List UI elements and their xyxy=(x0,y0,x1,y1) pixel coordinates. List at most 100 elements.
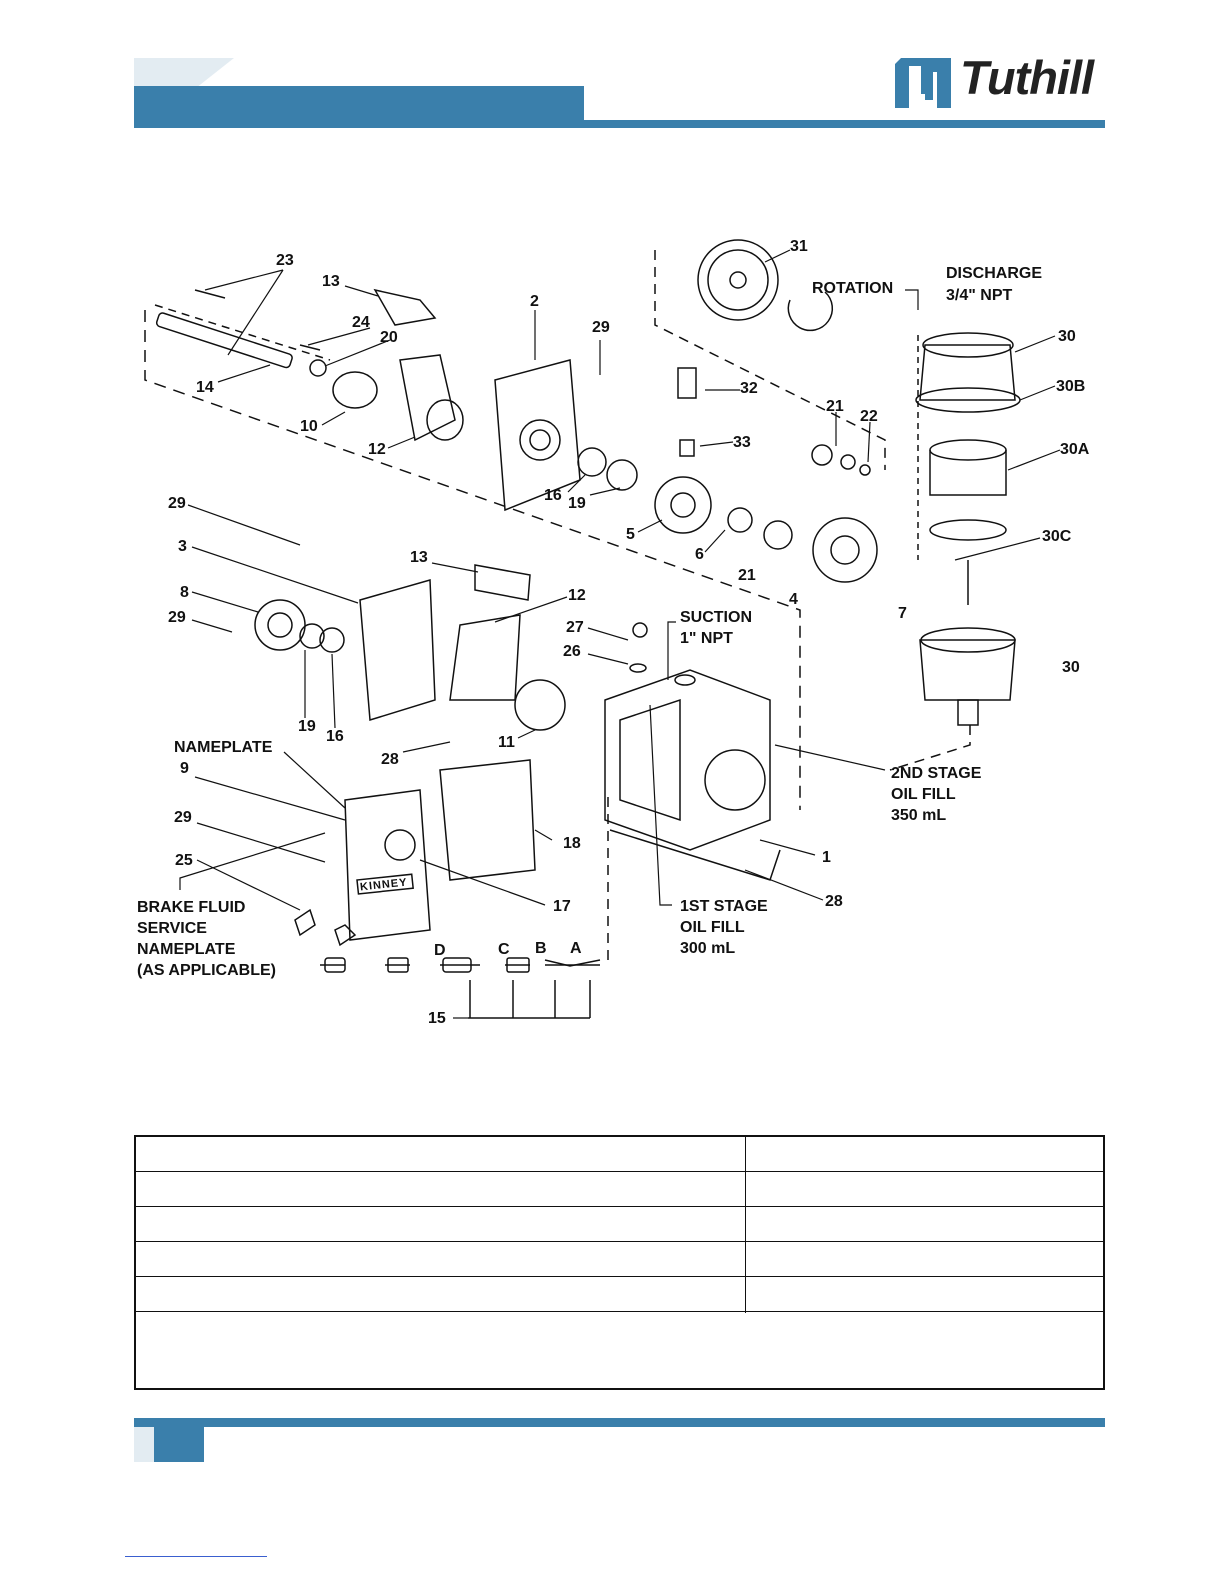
parts-table xyxy=(134,1135,1105,1390)
table-row xyxy=(136,1137,1103,1172)
callout-32: 32 xyxy=(740,380,758,397)
nameplate-label: NAMEPLATE xyxy=(174,739,273,756)
callout-13: 13 xyxy=(322,273,340,290)
key-23 xyxy=(194,289,226,299)
tuthill-logo-text: Tuthill xyxy=(960,51,1094,104)
endplate-3 xyxy=(359,579,436,721)
callout-7: 7 xyxy=(898,605,907,622)
callout-30: 30 xyxy=(1058,328,1076,345)
rotation-arrow xyxy=(787,291,834,332)
gasket-18 xyxy=(439,759,536,881)
table-row xyxy=(136,1277,1103,1312)
footer-tab-light xyxy=(134,1427,156,1462)
shaft xyxy=(155,312,293,369)
callout-15: 15 xyxy=(428,1010,446,1027)
callout-8: 8 xyxy=(180,584,189,601)
callout-12b: 12 xyxy=(568,587,586,604)
discharge-size: 3/4" NPT xyxy=(946,287,1013,304)
callout-2: 2 xyxy=(530,293,539,310)
brake-applicable-label: (AS APPLICABLE) xyxy=(137,962,276,979)
callout-31: 31 xyxy=(790,238,808,255)
callout-6: 6 xyxy=(695,546,704,563)
tuthill-logo-icon xyxy=(895,58,951,108)
callout-29: 29 xyxy=(592,319,610,336)
brake-fluid-label: BRAKE FLUID xyxy=(137,899,246,916)
table-row xyxy=(136,1172,1103,1207)
callout-B: B xyxy=(535,940,547,957)
brake-service-label: SERVICE xyxy=(137,920,207,937)
bearing-21 xyxy=(763,520,793,550)
stage2-volume: 350 mL xyxy=(891,807,947,824)
rotation-label: ROTATION xyxy=(812,280,894,297)
callout-28: 28 xyxy=(381,751,399,768)
table-row xyxy=(136,1242,1103,1277)
brake-nameplate-label: NAMEPLATE xyxy=(137,941,236,958)
oring-19b xyxy=(299,623,325,649)
callout-30a: 30A xyxy=(1060,441,1090,458)
filter-30A xyxy=(929,450,1007,496)
ring-20 xyxy=(309,359,327,377)
cylinder-12b xyxy=(449,614,521,701)
callout-28b: 28 xyxy=(825,893,843,910)
callout-25: 25 xyxy=(175,852,193,869)
callout-16: 16 xyxy=(544,487,562,504)
kinney-nameplate xyxy=(356,873,414,895)
table-column-divider xyxy=(745,1137,746,1313)
footer-page-tab xyxy=(154,1427,204,1462)
housing-1 xyxy=(604,669,771,851)
callout-33: 33 xyxy=(733,434,751,451)
rotor-11 xyxy=(514,679,566,731)
header-title-bar xyxy=(134,86,584,126)
washer-26 xyxy=(629,663,647,673)
assembly-guide-line xyxy=(144,310,801,810)
callout-17: 17 xyxy=(553,898,571,915)
stage2-label: 2ND STAGE xyxy=(891,765,982,782)
bearing-16b xyxy=(319,627,345,653)
filter-cover-30 xyxy=(919,344,1016,401)
callout-21b: 21 xyxy=(738,567,756,584)
callout-29c: 29 xyxy=(168,609,186,626)
callout-14: 14 xyxy=(196,379,214,396)
callout-C: C xyxy=(498,941,510,958)
callout-13b: 13 xyxy=(410,549,428,566)
oring-19 xyxy=(606,459,638,491)
stage1-oil-fill: OIL FILL xyxy=(680,919,745,936)
footer-link-underline[interactable] xyxy=(125,1556,267,1557)
suction-label: SUCTION xyxy=(680,609,752,626)
callout-4: 4 xyxy=(789,591,798,608)
callout-27: 27 xyxy=(566,619,584,636)
callout-3: 3 xyxy=(178,538,187,555)
callout-5: 5 xyxy=(626,526,635,543)
plug-27 xyxy=(632,622,648,638)
callout-30b: 30B xyxy=(1056,378,1086,395)
header-rule xyxy=(134,120,1105,128)
hub-5 xyxy=(654,476,712,534)
stage1-volume: 300 mL xyxy=(680,940,736,957)
callout-10: 10 xyxy=(300,418,318,435)
cover-plate-17 xyxy=(344,789,431,941)
callout-20: 20 xyxy=(380,329,398,346)
bearing-16 xyxy=(577,447,607,477)
key-24 xyxy=(299,344,321,351)
callout-26: 26 xyxy=(563,643,581,660)
callout-19b: 19 xyxy=(298,718,316,735)
callout-18: 18 xyxy=(563,835,581,852)
callout-24: 24 xyxy=(352,314,370,331)
filter-bowl-30 xyxy=(919,639,1016,701)
table-row xyxy=(136,1207,1103,1242)
stage1-label: 1ST STAGE xyxy=(680,898,768,915)
footer-rule xyxy=(134,1418,1105,1427)
ring-6 xyxy=(727,507,753,533)
callout-19: 19 xyxy=(568,495,586,512)
callout-9: 9 xyxy=(180,760,189,777)
pulley-31 xyxy=(697,239,779,321)
callout-16b: 16 xyxy=(326,728,344,745)
callout-11: 11 xyxy=(498,734,515,751)
callout-21: 21 xyxy=(826,398,844,415)
vane-13b xyxy=(474,564,531,601)
callout-D: D xyxy=(434,942,446,959)
callout-23: 23 xyxy=(276,252,294,269)
callout-12: 12 xyxy=(368,441,386,458)
callout-1: 1 xyxy=(822,849,831,866)
suction-size: 1" NPT xyxy=(680,630,733,647)
